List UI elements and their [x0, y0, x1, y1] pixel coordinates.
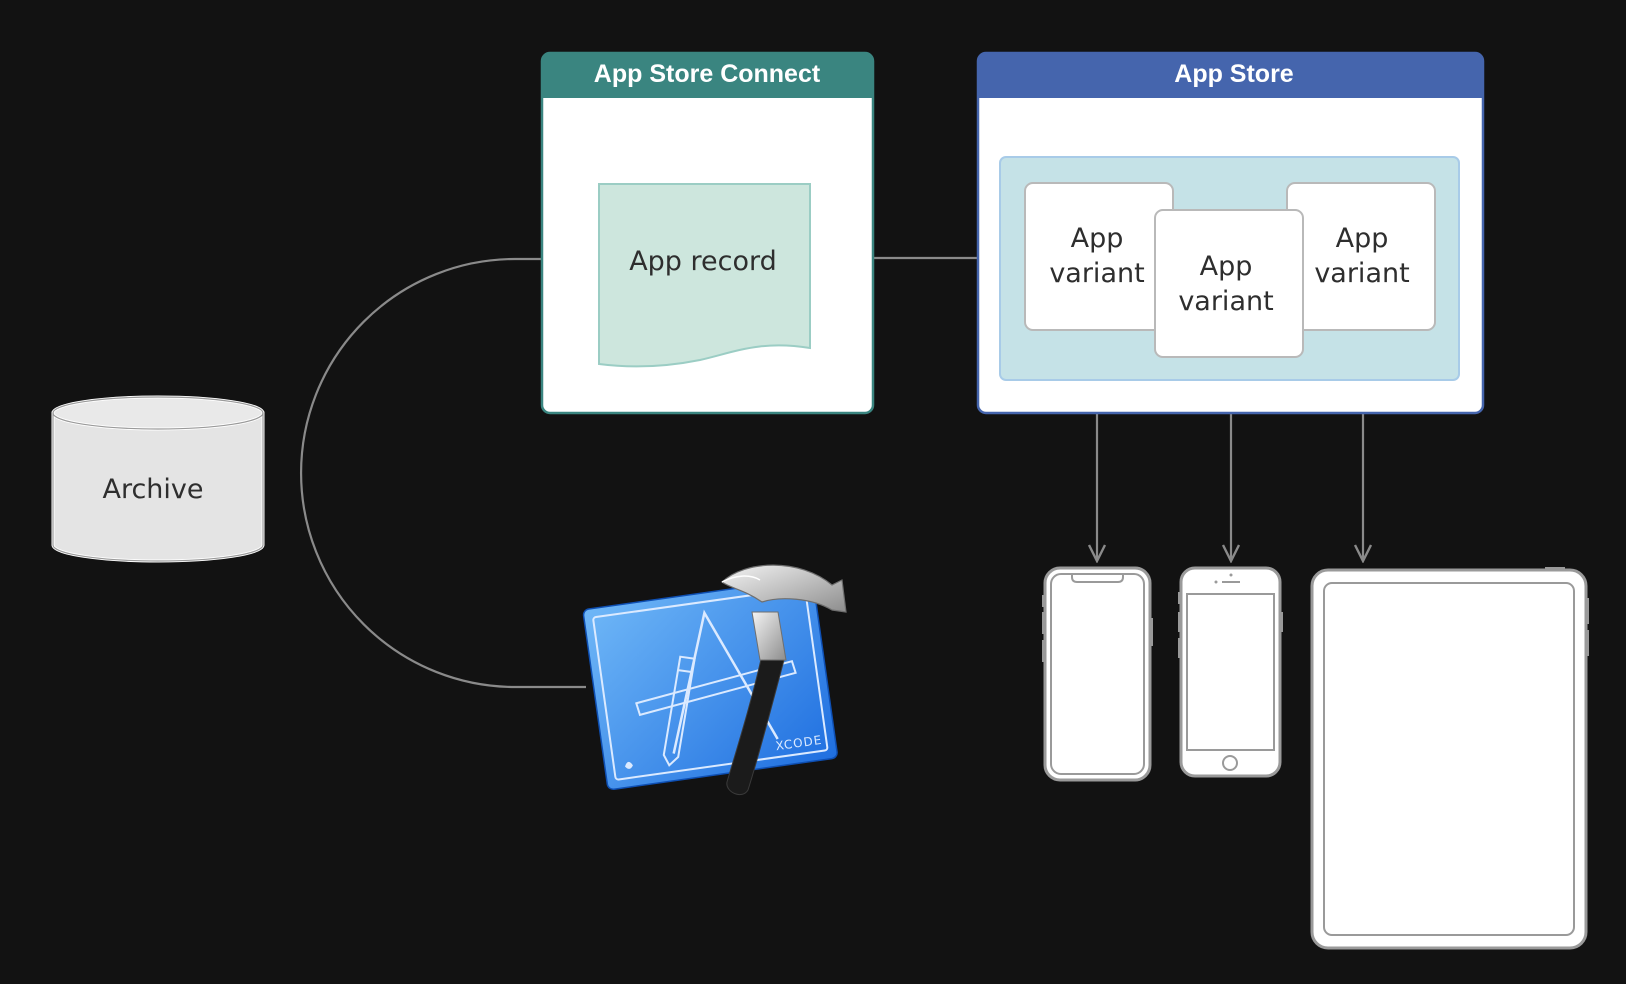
ipad-icon	[1310, 567, 1589, 950]
xcode-tag: XCODE	[775, 733, 823, 753]
app-store-panel: App Store App variant App variant App va…	[976, 51, 1485, 415]
app-variant-1-line1: App	[1071, 223, 1124, 254]
archive-label: Archive	[102, 474, 203, 505]
archive-cylinder: Archive	[51, 395, 265, 563]
iphone-notch-icon	[1042, 566, 1153, 782]
iphone-home-button-icon	[1178, 566, 1283, 778]
app-variant-2-line1: App	[1200, 251, 1253, 282]
app-store-title: App Store	[1174, 60, 1294, 88]
app-variant-3-line1: App	[1336, 223, 1389, 254]
xcode-icon: XCODE	[582, 564, 847, 795]
app-variant-3-line2: variant	[1314, 258, 1409, 289]
app-variant-card-2: App variant	[1154, 209, 1304, 358]
app-variant-card-1: App variant	[1024, 182, 1174, 331]
xcode-to-record-arrow	[299, 259, 592, 689]
app-record-label: App record	[629, 246, 777, 277]
app-variant-2-line2: variant	[1178, 286, 1273, 317]
app-store-connect-title: App Store Connect	[594, 60, 821, 88]
app-store-connect-panel: App Store Connect App record	[540, 51, 875, 415]
app-variant-1-line2: variant	[1049, 258, 1144, 289]
app-variant-card-3: App variant	[1286, 182, 1436, 331]
app-record-document: App record	[598, 183, 811, 368]
